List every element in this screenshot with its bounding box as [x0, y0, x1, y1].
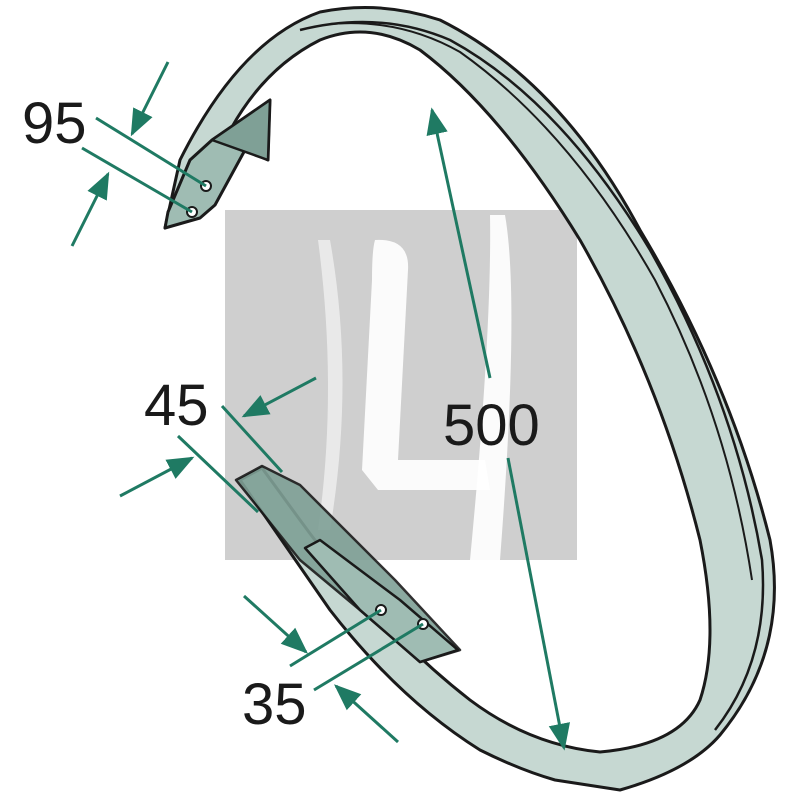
dimension-arrow [130, 61, 170, 137]
dimension-arrow [119, 456, 195, 498]
dimension-arrow [242, 594, 309, 654]
extension-line [313, 622, 424, 692]
top-mount-wedge [210, 98, 272, 162]
extension-line [95, 116, 207, 188]
tine-band-outer [163, 6, 776, 792]
dimension-95 [70, 61, 207, 247]
dimension-45 [119, 376, 317, 514]
dimension-35 [242, 594, 424, 744]
dimension-arrow [506, 457, 570, 751]
spring-tine [163, 6, 776, 792]
tine-band-inner-edge [299, 20, 765, 731]
dimension-arrow [426, 107, 492, 379]
extension-line [81, 146, 193, 214]
dimension-label-95: 95 [22, 91, 87, 156]
dimension-label-35: 35 [242, 672, 307, 737]
tine-band-inner-edge-2 [329, 22, 753, 581]
bottom-clamp-plate [303, 538, 460, 664]
extension-line [220, 404, 284, 474]
dimension-label-45: 45 [144, 373, 209, 438]
extension-line [176, 434, 260, 514]
dimension-arrow [333, 684, 400, 744]
dimension-arrow [70, 171, 110, 247]
dimension-500 [426, 107, 570, 751]
extension-line [289, 608, 382, 668]
dimension-label-500: 500 [443, 393, 540, 458]
dimension-arrow [241, 376, 317, 418]
